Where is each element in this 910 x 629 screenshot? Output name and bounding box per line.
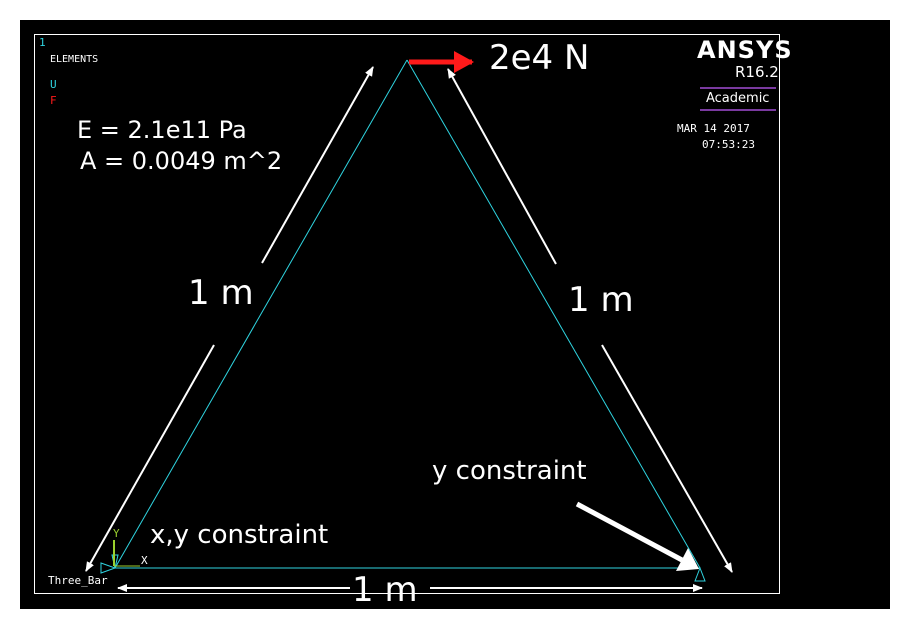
truss-elements <box>114 59 701 569</box>
model-name: Three_Bar <box>48 574 108 587</box>
window-number: 1 <box>39 36 46 49</box>
coordinate-triad <box>113 540 140 567</box>
left-element <box>114 59 408 569</box>
logo-version: R16.2 <box>735 63 779 81</box>
legend-f-label: F <box>50 94 57 107</box>
left-support-symbol <box>100 554 119 574</box>
right-dim-arrow-lower <box>601 344 733 573</box>
left-dim-arrow-lower <box>85 344 215 572</box>
area-label: A = 0.0049 m^2 <box>80 147 283 175</box>
legend-title: ELEMENTS <box>50 54 99 65</box>
right-support-symbol <box>694 566 706 582</box>
graphics-window <box>20 20 890 609</box>
right-dim-arrow-upper <box>447 68 557 265</box>
dimension-arrows <box>85 66 733 592</box>
legend-u-label: U <box>50 78 57 91</box>
plot-time: 07:53:23 <box>702 138 755 151</box>
triad-y-label: Y <box>113 527 120 540</box>
left-dimension-label: 1 m <box>188 273 254 313</box>
viewport-frame <box>34 34 780 594</box>
constraint-pointer <box>575 501 699 571</box>
left-constraint-label: x,y constraint <box>150 520 329 550</box>
load-label: 2e4 N <box>489 38 590 78</box>
right-element <box>406 59 701 569</box>
right-dimension-label: 1 m <box>568 280 634 320</box>
modulus-label: E = 2.1e11 Pa <box>77 116 247 144</box>
right-constraint-label: y constraint <box>432 456 587 486</box>
triad-x-label: X <box>141 554 148 567</box>
logo-edition: Academic <box>706 91 770 106</box>
plot-date: MAR 14 2017 <box>677 122 750 135</box>
bottom-dimension-label: 1 m <box>352 570 418 610</box>
ansys-logo: ANSYS <box>697 36 793 64</box>
left-dim-arrow-upper <box>261 66 374 264</box>
